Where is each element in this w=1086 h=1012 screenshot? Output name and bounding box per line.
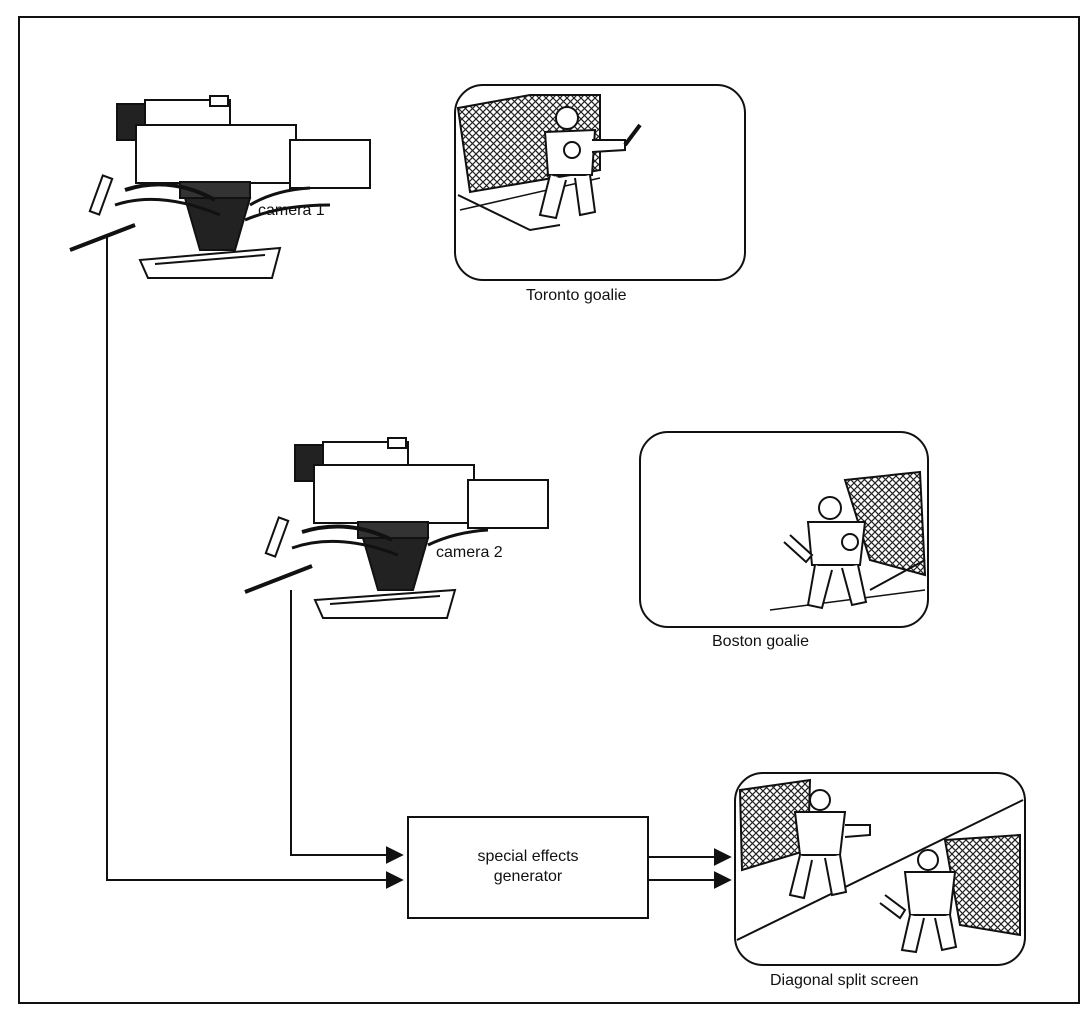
camera-2 (244, 437, 549, 619)
screen-toronto-caption: Toronto goalie (526, 287, 627, 304)
screen-toronto (454, 84, 746, 281)
screen-boston-caption: Boston goalie (712, 633, 809, 650)
generator-label: special effects generator (408, 847, 648, 887)
camera-1 (69, 95, 371, 279)
camera-2-label: camera 2 (436, 544, 503, 561)
screen-split (734, 772, 1026, 966)
generator-line-1: special effects (477, 848, 579, 865)
generator-line-2: generator (493, 868, 563, 885)
generator-box (407, 816, 649, 919)
camera-1-label: camera 1 (258, 202, 325, 219)
screen-boston (639, 431, 929, 628)
wiring (106, 235, 732, 889)
screen-split-caption: Diagonal split screen (770, 972, 919, 989)
